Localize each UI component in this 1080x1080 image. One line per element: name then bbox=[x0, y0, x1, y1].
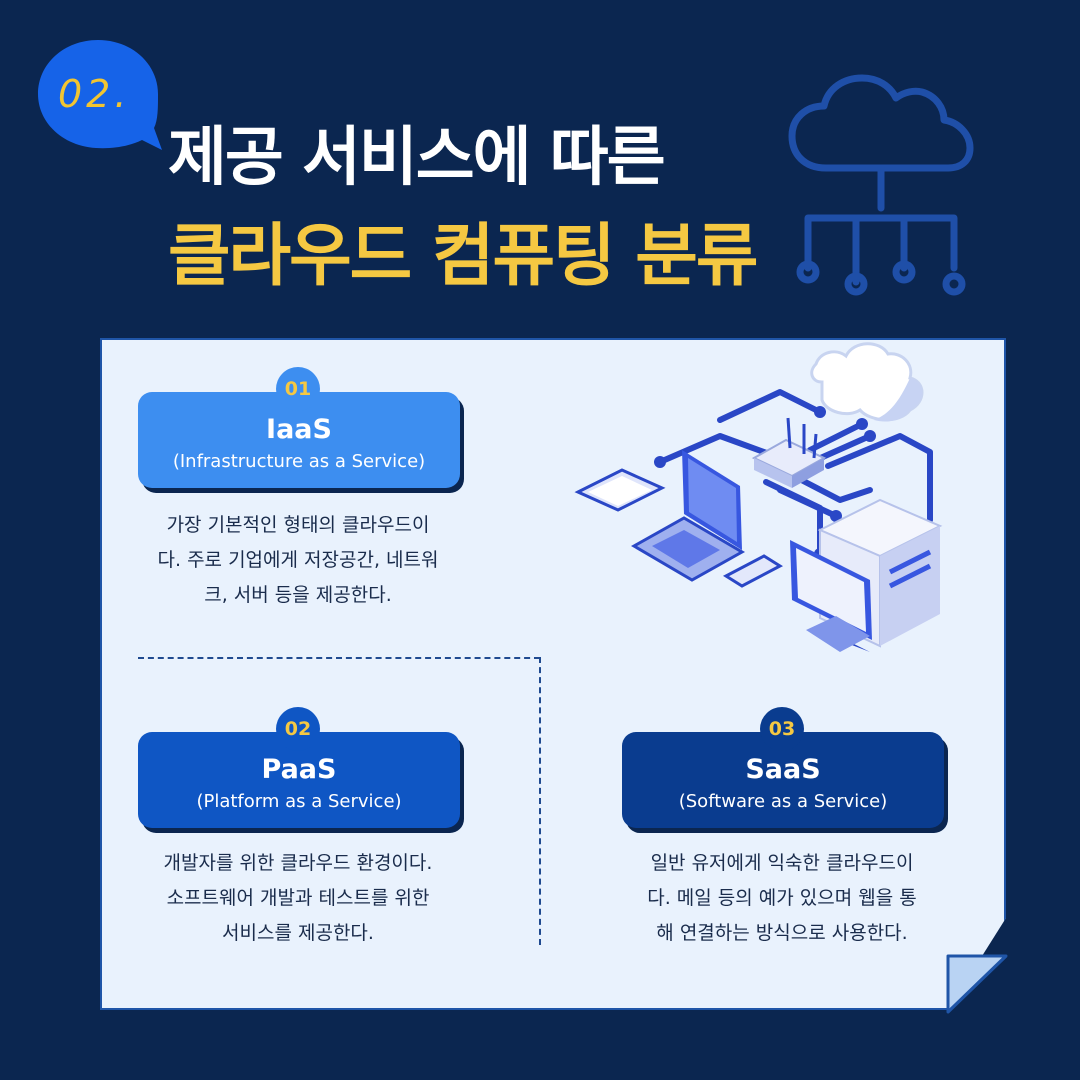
paas-name: PaaS bbox=[261, 754, 337, 785]
paas-number: 02 bbox=[276, 707, 320, 751]
page-fold-corner bbox=[946, 954, 1008, 1014]
page-title-line1: 제공 서비스에 따른 bbox=[168, 121, 666, 195]
iaas-card: IaaS (Infrastructure as a Service) bbox=[138, 392, 460, 488]
saas-description: 일반 유저에게 익숙한 클라우드이 다. 메일 등의 예가 있으며 웹을 통 해… bbox=[612, 846, 952, 951]
iaas-number: 01 bbox=[276, 367, 320, 411]
section-number-badge: 02. bbox=[58, 72, 131, 116]
page-title-line2: 클라우드 컴퓨팅 분류 bbox=[168, 217, 758, 296]
saas-description-line: 해 연결하는 방식으로 사용한다. bbox=[656, 922, 908, 944]
paas-full-name: (Platform as a Service) bbox=[196, 791, 402, 812]
paas-description-line: 소프트웨어 개발과 테스트를 위한 bbox=[166, 887, 430, 909]
section-divider-vertical bbox=[539, 657, 541, 945]
iaas-description-line: 크, 서버 등을 제공한다. bbox=[204, 584, 392, 606]
section-divider-horizontal bbox=[138, 657, 540, 659]
iaas-full-name: (Infrastructure as a Service) bbox=[172, 451, 426, 472]
cloud-devices-network-illustration bbox=[574, 342, 943, 652]
saas-full-name: (Software as a Service) bbox=[678, 791, 888, 812]
saas-name: SaaS bbox=[745, 754, 821, 785]
saas-number: 03 bbox=[760, 707, 804, 751]
iaas-description: 가장 기본적인 형태의 클라우드이 다. 주로 기업에게 저장공간, 네트워 크… bbox=[128, 508, 468, 613]
iaas-description-line: 가장 기본적인 형태의 클라우드이 bbox=[166, 514, 430, 536]
paas-description: 개발자를 위한 클라우드 환경이다. 소프트웨어 개발과 테스트를 위한 서비스… bbox=[128, 846, 468, 951]
iaas-name: IaaS bbox=[266, 414, 332, 445]
paas-description-line: 개발자를 위한 클라우드 환경이다. bbox=[163, 852, 433, 874]
paas-description-line: 서비스를 제공한다. bbox=[222, 922, 374, 944]
saas-description-line: 다. 메일 등의 예가 있으며 웹을 통 bbox=[647, 887, 917, 909]
cloud-network-icon bbox=[788, 74, 974, 296]
speech-bubble-badge bbox=[38, 40, 162, 150]
paas-card: PaaS (Platform as a Service) bbox=[138, 732, 460, 828]
iaas-description-line: 다. 주로 기업에게 저장공간, 네트워 bbox=[157, 549, 439, 571]
saas-description-line: 일반 유저에게 익숙한 클라우드이 bbox=[650, 852, 914, 874]
